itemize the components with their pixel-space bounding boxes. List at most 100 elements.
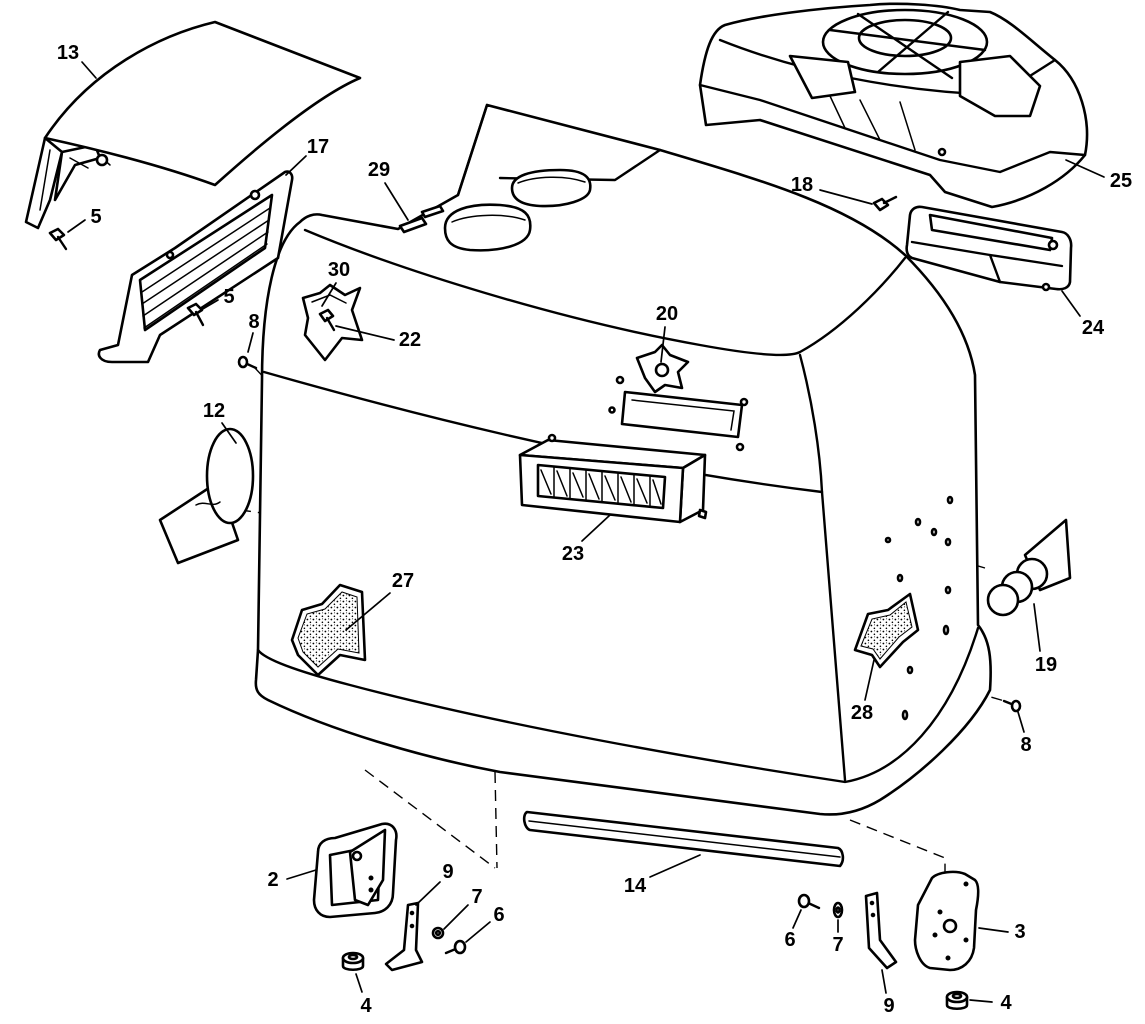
vent-grille <box>518 433 708 524</box>
decal <box>986 518 1072 617</box>
callout-4: 4 <box>360 995 372 1017</box>
callout-12: 12 <box>203 400 225 422</box>
leader-line <box>335 325 395 341</box>
leader-line <box>969 999 993 1003</box>
mounting-holes <box>608 375 954 721</box>
leader-line <box>81 61 97 79</box>
leader-line <box>978 927 1009 933</box>
vent-opening <box>620 390 744 439</box>
leader-line <box>285 155 307 176</box>
callout-20: 20 <box>656 303 678 325</box>
leader-line <box>465 921 491 943</box>
callout-6: 6 <box>784 929 795 951</box>
foam-pad <box>290 583 367 677</box>
callout-3: 3 <box>1014 921 1025 943</box>
leader-lines <box>67 61 1105 1003</box>
leader-line <box>345 592 391 631</box>
screw <box>1002 699 1022 713</box>
leader-line <box>660 326 666 363</box>
callout-22: 22 <box>399 329 421 351</box>
callout-7: 7 <box>832 934 843 956</box>
decal <box>158 427 255 565</box>
callout-5: 5 <box>223 286 234 308</box>
callout-4: 4 <box>1000 992 1012 1014</box>
mounting-bracket <box>913 870 980 972</box>
washer <box>832 901 844 919</box>
leader-line <box>881 969 887 994</box>
leader-line <box>649 854 701 878</box>
leader-line <box>1065 159 1105 178</box>
leader-line <box>1061 290 1081 317</box>
bolt <box>872 195 898 212</box>
latch-part <box>398 216 428 234</box>
callout-27: 27 <box>392 570 414 592</box>
callout-24: 24 <box>1082 317 1105 339</box>
intake-boss <box>510 168 592 208</box>
leader-line <box>415 881 441 906</box>
leader-line <box>355 973 363 993</box>
callout-8: 8 <box>248 311 259 333</box>
screw <box>237 355 258 370</box>
leader-line <box>443 904 469 930</box>
leader-line <box>321 282 337 307</box>
callout-14: 14 <box>624 875 647 897</box>
leader-line <box>67 219 86 233</box>
bolt <box>318 308 336 332</box>
cowl-front-crease <box>262 370 824 494</box>
leader-line <box>792 909 802 929</box>
bolt <box>48 227 68 251</box>
cowl-side-edge <box>798 353 847 782</box>
small-bracket <box>864 891 898 970</box>
small-bracket <box>384 901 424 972</box>
callout-23: 23 <box>562 543 584 565</box>
air-intake-top <box>398 103 662 252</box>
callout-28: 28 <box>851 702 873 724</box>
callout-9: 9 <box>442 861 453 883</box>
leader-line <box>864 659 875 701</box>
washer <box>431 926 445 940</box>
grommet <box>341 951 365 972</box>
leader-line <box>1033 603 1041 652</box>
callout-9: 9 <box>883 995 894 1017</box>
mounting-bracket <box>312 822 398 919</box>
callout-30: 30 <box>328 259 350 281</box>
screw <box>797 893 821 910</box>
intake-boss <box>443 203 532 252</box>
callout-29: 29 <box>368 159 390 181</box>
leader-line <box>384 182 409 221</box>
top-cover <box>24 20 362 230</box>
trim-strip <box>522 810 845 868</box>
callout-5: 5 <box>90 206 101 228</box>
foam-pad <box>853 592 920 669</box>
callout-8: 8 <box>1020 734 1031 756</box>
leader-line <box>819 189 873 205</box>
leader-line <box>200 299 219 311</box>
star-nut <box>635 343 690 394</box>
screw <box>444 939 467 955</box>
latch-part <box>420 204 445 219</box>
callout-19: 19 <box>1035 654 1057 676</box>
cowl-flange-edge <box>256 626 980 784</box>
star-pad <box>301 283 364 362</box>
cowl-top-edge <box>303 228 907 357</box>
callout-6: 6 <box>493 904 504 926</box>
alignment-dashed-line <box>364 769 496 869</box>
leader-line <box>1017 711 1025 733</box>
callout-7: 7 <box>471 886 482 908</box>
callout-25: 25 <box>1110 170 1132 192</box>
alignment-dashed-line <box>494 771 498 869</box>
leader-line <box>221 422 237 444</box>
grommet <box>945 990 969 1011</box>
leader-line <box>581 514 611 542</box>
callout-13: 13 <box>57 42 79 64</box>
side-grille <box>97 170 294 364</box>
leader-line <box>286 869 317 880</box>
leader-line <box>247 332 254 353</box>
rear-intake-cover <box>698 2 1089 209</box>
callout-2: 2 <box>267 869 278 891</box>
rear-bracket <box>905 205 1073 292</box>
callout-18: 18 <box>791 174 813 196</box>
callout-17: 17 <box>307 136 329 158</box>
callout-labels: 13 17 5 5 8 30 22 29 20 18 25 24 12 23 2… <box>57 42 1132 1017</box>
